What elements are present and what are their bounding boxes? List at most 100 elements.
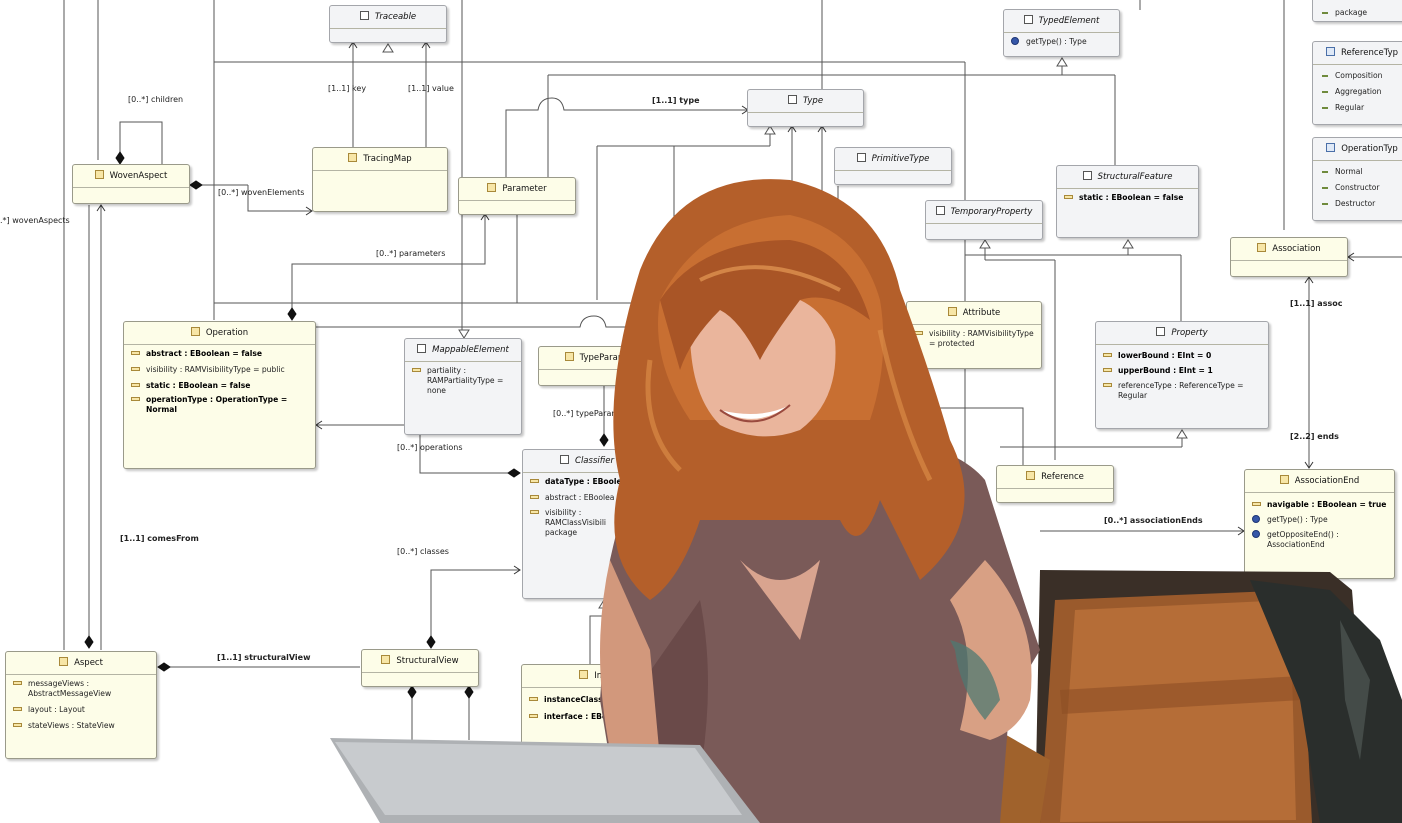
class-icon (381, 655, 391, 664)
attribute-data-type: dataType : EBoole (523, 476, 651, 488)
face (690, 290, 836, 437)
class-traceable[interactable]: Traceable (329, 5, 447, 43)
class-name: Parameter (502, 184, 547, 194)
class-typed-element[interactable]: TypedElement getType() : Type (1003, 9, 1120, 57)
interface-icon (1156, 327, 1166, 336)
class-icon (487, 183, 497, 192)
attribute-navigable: navigable : EBoolean = true (1245, 499, 1394, 511)
enum-operation-type[interactable]: OperationTyp Normal Constructor Destruct… (1312, 137, 1402, 221)
enum-icon (1325, 47, 1335, 56)
class-icon (947, 307, 957, 316)
interface-icon (359, 11, 369, 20)
class-structural-feature[interactable]: StructuralFeature static : EBoolean = fa… (1056, 165, 1199, 238)
class-aspect[interactable]: Aspect messageViews : AbstractMessageVie… (5, 651, 157, 759)
interface-icon (1023, 15, 1033, 24)
operation-icon (1252, 515, 1260, 523)
enum-literal-package: package (1313, 5, 1402, 21)
label-value: [1..1] value (408, 84, 454, 93)
attribute-static: static : EBoolean = false (1057, 192, 1198, 204)
class-association-end[interactable]: AssociationEnd navigable : EBoolean = tr… (1244, 469, 1395, 579)
class-name: MappableElement (432, 345, 509, 355)
class-primitive-type[interactable]: PrimitiveType (834, 147, 952, 185)
attribute-partiality: partiality : RAMPartialityType = none (405, 365, 521, 397)
class-name: TracingMap (363, 154, 412, 164)
class-association[interactable]: Association (1230, 237, 1348, 277)
class-operation[interactable]: Operation abstract : EBoolean = false vi… (123, 321, 316, 469)
class-name: StructuralFeature (1097, 172, 1173, 182)
label-operations: [0..*] operations (397, 443, 463, 452)
label-parameters: [0..*] parameters (376, 249, 446, 258)
class-visibility-enum-fragment[interactable]: package (1312, 0, 1402, 22)
enum-reference-type[interactable]: ReferenceTyp Composition Aggregation Reg… (1312, 41, 1402, 125)
enum-icon (1326, 143, 1336, 152)
class-icon (59, 657, 69, 666)
class-attribute[interactable]: Attribute visibility : RAMVisibilityType… (906, 301, 1042, 369)
label-classes: [0..*] classes (397, 547, 449, 556)
class-name: WovenAspect (109, 171, 168, 181)
operation-get-opposite-end: getOppositeEnd() : AssociationEnd (1245, 529, 1394, 551)
attribute-visibility: visibility : RAMClassVisibili package (523, 507, 611, 539)
label-association-ends: [0..*] associationEnds (1104, 516, 1203, 525)
class-name: OperationTyp (1341, 144, 1398, 154)
operation-icon (1252, 530, 1260, 538)
class-structural-view[interactable]: StructuralView (361, 649, 479, 687)
class-type[interactable]: Type (747, 89, 864, 127)
class-icon (348, 153, 358, 162)
class-property[interactable]: Property lowerBound : EInt = 0 upperBoun… (1095, 321, 1269, 429)
label-woven-aspects: .*] wovenAspects (0, 216, 70, 225)
interface-icon (417, 344, 427, 353)
class-parameter[interactable]: Parameter (458, 177, 576, 215)
label-type: [1..1] type (652, 96, 700, 105)
class-woven-aspect[interactable]: WovenAspect (72, 164, 190, 204)
class-icon (190, 327, 200, 336)
class-icon (94, 170, 104, 179)
class-name: Type (802, 96, 824, 106)
attribute-upper-bound: upperBound : EInt = 1 (1096, 365, 1268, 377)
interface-icon (856, 153, 866, 162)
label-assoc: [1..1] assoc (1290, 299, 1343, 308)
class-name: Attribute (962, 308, 1001, 318)
class-icon (1279, 475, 1289, 484)
enum-literal: Composition (1313, 68, 1402, 84)
class-name: Traceable (374, 12, 417, 22)
label-comes-from: [1..1] comesFrom (120, 534, 199, 543)
interface-icon (935, 206, 945, 215)
class-icon (1257, 243, 1267, 252)
attribute-operation-type: operationType : OperationType = Normal (124, 394, 315, 416)
label-key: [1..1] key (328, 84, 367, 93)
class-temporary-property[interactable]: TemporaryProperty (925, 200, 1043, 240)
class-mappable-element[interactable]: MappableElement partiality : RAMPartiali… (404, 338, 522, 435)
enum-literal: Destructor (1313, 196, 1402, 212)
operation-get-type: getType() : Type (1245, 514, 1394, 526)
class-name: TypedElement (1038, 16, 1100, 26)
attribute-message-views: messageViews : AbstractMessageView (6, 678, 134, 700)
attribute-abstract: abstract : EBoolean = false (124, 348, 315, 360)
class-name: AssociationEnd (1294, 476, 1360, 486)
interface-icon (787, 95, 797, 104)
operation-get-type: getType() : Type (1004, 36, 1119, 48)
attribute-visibility: visibility : RAMVisibilityType = public (124, 364, 315, 376)
class-reference[interactable]: Reference (996, 465, 1114, 503)
enum-literal: Constructor (1313, 180, 1402, 196)
class-name: Reference (1041, 472, 1084, 482)
attribute-interface: interface : EBoolean = (522, 711, 670, 723)
label-ends: [2..2] ends (1290, 432, 1339, 441)
class-icon (579, 670, 589, 679)
class-tracing-map[interactable]: TracingMap (312, 147, 448, 212)
label-structural-view: [1..1] structuralView (217, 653, 311, 662)
interface-icon (560, 455, 570, 464)
class-icon (564, 352, 574, 361)
attribute-layout: layout : Layout (6, 704, 156, 716)
label-children: [0..*] children (128, 95, 184, 104)
class-name: Association (1272, 244, 1321, 254)
class-name: TemporaryProperty (950, 207, 1033, 217)
attribute-instance-class-name: instanceClassName : E (522, 694, 670, 706)
operation-icon (1011, 37, 1019, 45)
attribute-abstract: abstract : EBoolea (523, 492, 651, 504)
class-name: Classifier (575, 456, 614, 466)
class-icon (1026, 471, 1036, 480)
attribute-state-views: stateViews : StateView (6, 720, 156, 732)
class-name: Aspect (74, 658, 103, 668)
enum-literal: Aggregation (1313, 84, 1402, 100)
